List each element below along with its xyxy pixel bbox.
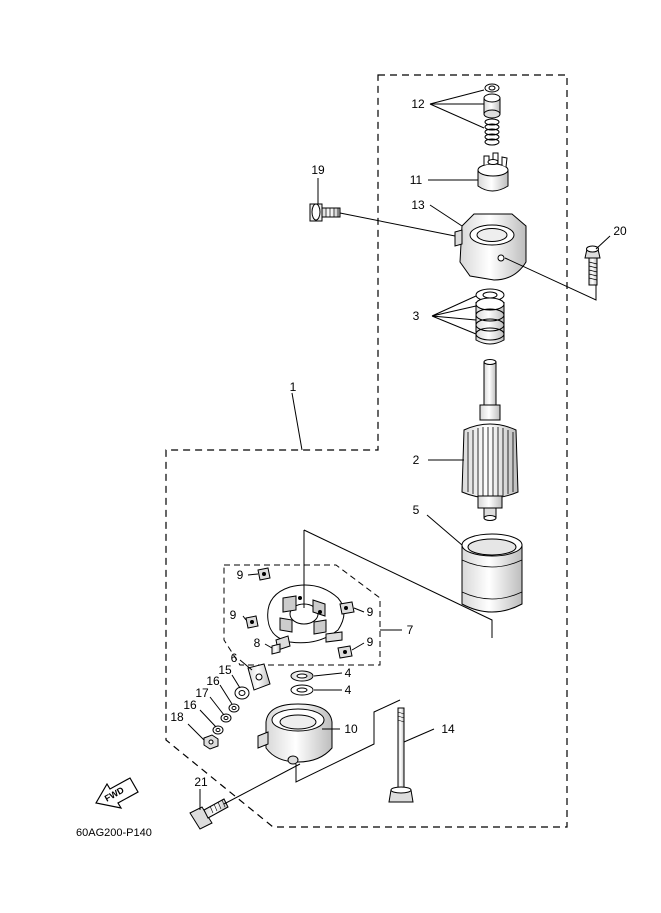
callout-4b: 4	[345, 683, 352, 697]
callout-17: 17	[195, 686, 209, 700]
through-bolt	[388, 707, 414, 803]
callout-9c: 9	[367, 605, 374, 619]
brush-9b	[245, 615, 259, 629]
bolt-20	[584, 245, 601, 286]
callout-16a: 16	[206, 674, 220, 688]
armature	[461, 359, 519, 521]
assembly-boundary	[165, 74, 568, 828]
brush-9c	[339, 601, 355, 615]
washer-17	[220, 713, 232, 723]
callout-9d: 9	[367, 635, 374, 649]
washer-16a	[228, 703, 240, 713]
brush-9d	[337, 645, 353, 659]
callout-9b: 9	[230, 608, 237, 622]
callout-7: 7	[407, 623, 414, 637]
callout-19: 19	[311, 163, 325, 177]
callout-5: 5	[413, 503, 420, 517]
washer-set	[475, 288, 505, 345]
callout-1: 1	[290, 380, 297, 394]
brush-holder-boundary	[223, 564, 381, 666]
pinion-drive	[477, 152, 509, 192]
callout-14: 14	[441, 722, 455, 736]
callout-13: 13	[411, 198, 425, 212]
terminal-block	[247, 663, 271, 691]
yoke	[461, 533, 523, 613]
screw-8	[271, 635, 291, 655]
fwd-arrow-icon: FWD	[95, 777, 139, 809]
bolt-21	[189, 798, 229, 830]
drawing-code: 60AG200-P140	[76, 827, 152, 839]
upper-bracket	[454, 213, 527, 281]
callout-3: 3	[413, 309, 420, 323]
callout-16b: 16	[183, 698, 197, 712]
lower-bracket	[257, 703, 333, 765]
callout-6: 6	[231, 651, 238, 665]
pinion-stop-set	[483, 83, 501, 146]
callout-21: 21	[194, 775, 208, 789]
callout-18: 18	[170, 710, 184, 724]
screw-19	[309, 203, 341, 222]
callout-12: 12	[411, 97, 425, 111]
callout-2: 2	[413, 453, 420, 467]
brush-holder	[267, 584, 345, 644]
callout-10: 10	[344, 722, 358, 736]
callout-9a: 9	[237, 568, 244, 582]
callout-8: 8	[254, 636, 261, 650]
brush-9a	[257, 567, 271, 581]
washer-4a	[290, 670, 314, 682]
callout-20: 20	[613, 224, 627, 238]
nut-18	[203, 734, 219, 750]
washer-16b	[212, 725, 224, 735]
callout-15: 15	[218, 663, 232, 677]
washer-4b	[290, 684, 314, 696]
leader-lines	[187, 89, 611, 810]
washer-15	[234, 686, 250, 700]
callout-11: 11	[410, 173, 423, 187]
callout-4a: 4	[345, 666, 352, 680]
